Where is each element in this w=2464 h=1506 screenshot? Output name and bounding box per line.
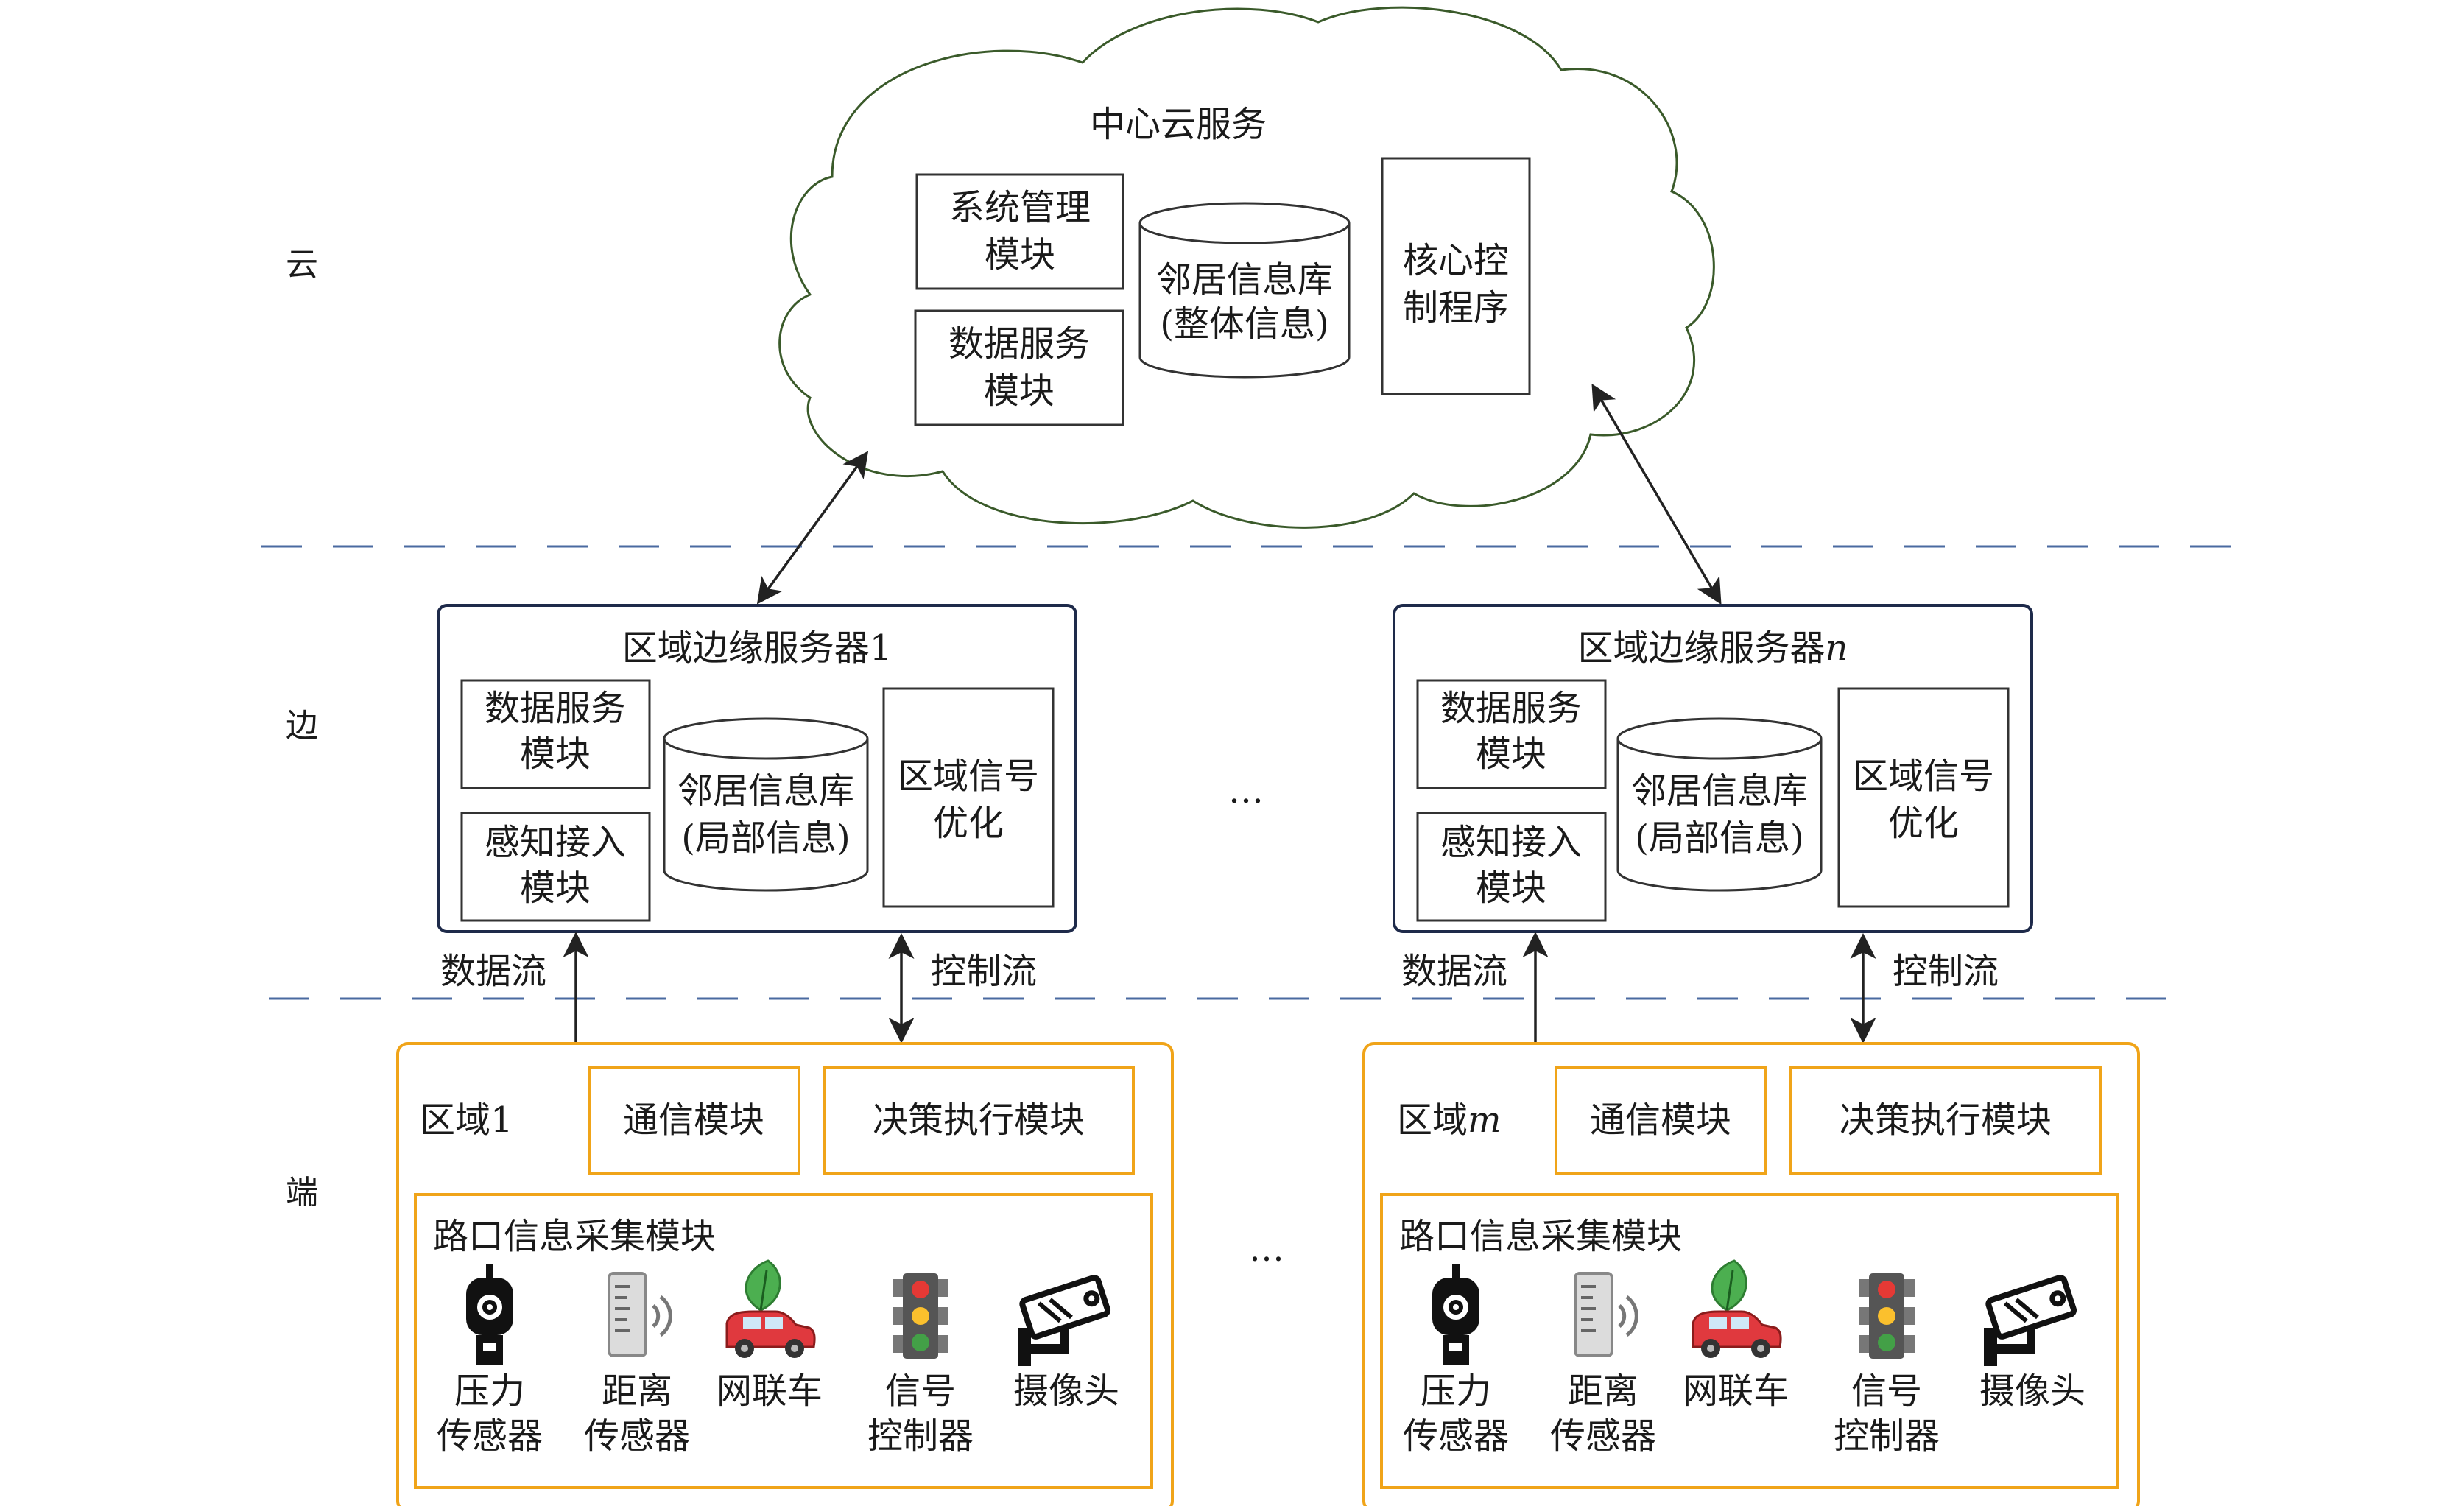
cloud-data-service-module: [914, 309, 1124, 426]
edgen-db-line2: (局部信息): [1635, 817, 1803, 859]
region1-collection-title: 路口信息采集模块: [433, 1216, 716, 1257]
edge1-data-service-line2: 模块: [520, 733, 591, 775]
device-label: 网联车: [1683, 1370, 1789, 1412]
edgen-data-service-module: [1416, 679, 1607, 789]
region1-comm-module: [588, 1066, 800, 1175]
system-management-line1: 系统管理: [949, 187, 1091, 228]
cloud-edge1-link-arrow: [756, 451, 869, 605]
distance-sensor-icon: [1574, 1272, 1638, 1357]
region-1-label: 区域1: [420, 1099, 513, 1141]
regionm-decision-module: [1789, 1066, 2102, 1175]
layer-label-edge: 边: [286, 707, 318, 745]
edgen-signal-line2: 优化: [1888, 803, 1959, 844]
pressure-sensor-icon: [1432, 1264, 1479, 1365]
edge1-data-service-module: [460, 679, 651, 789]
edgen-perception-module: [1416, 812, 1607, 922]
regionm-comm-module: [1555, 1066, 1767, 1175]
edge-server-n: 区域边缘服务器n 数据服务 模块 感知接入 模块 邻居信息库 (局部信息) 区域…: [1393, 604, 2033, 933]
cloud-neighbor-database: 邻居信息库 (整体信息): [1138, 202, 1351, 379]
region1-comm-label: 通信模块: [623, 1099, 764, 1141]
system-management-line2: 模块: [985, 234, 1055, 275]
region1-data-flow-label: 数据流: [440, 951, 546, 992]
edge-server-n-title: 区域边缘服务器n: [1578, 627, 1848, 669]
core-control-line1: 核心控: [1403, 240, 1509, 281]
cloud-title: 中心云服务: [1090, 104, 1267, 145]
core-control-program: [1381, 157, 1531, 395]
device-label: 传感器: [1550, 1415, 1656, 1457]
edge1-data-service-line1: 数据服务: [485, 688, 626, 729]
device-label: 摄像头: [1979, 1370, 2085, 1412]
region-m-label: 区域m: [1397, 1099, 1502, 1141]
device-label: 信号: [1851, 1370, 1922, 1412]
cloud-db-line1: 邻居信息库: [1156, 259, 1333, 300]
edge1-signal-line2: 优化: [933, 803, 1004, 844]
region1-decision-module: [823, 1066, 1135, 1175]
device-label: 控制器: [1834, 1415, 1940, 1457]
layer-label-device: 端: [286, 1174, 318, 1211]
cloud-edgen-link-arrow: [1591, 383, 1722, 605]
cloud-data-service-line2: 模块: [984, 370, 1055, 412]
pressure-sensor-icon: [466, 1264, 513, 1365]
regionm-collection-title: 路口信息采集模块: [1399, 1216, 1682, 1257]
connected-car-icon: [725, 1259, 816, 1358]
device-label: 控制器: [867, 1415, 974, 1457]
system-management-module: [915, 173, 1124, 290]
regionm-comm-label: 通信模块: [1590, 1099, 1731, 1141]
regionm-data-flow-label: 数据流: [1401, 951, 1507, 992]
edge1-signal-line1: 区域信号: [898, 756, 1039, 797]
region1-control-flow-label: 控制流: [931, 951, 1037, 992]
region1-decision-label: 决策执行模块: [873, 1099, 1085, 1141]
device-label: 传感器: [584, 1415, 690, 1457]
device-label: 距离: [1568, 1370, 1638, 1412]
cloud-db-line2: (整体信息): [1160, 303, 1328, 345]
device-label: 距离: [602, 1370, 672, 1412]
edgen-data-service-line2: 模块: [1476, 733, 1546, 775]
camera-icon: [1984, 1275, 2077, 1366]
central-cloud: 中心云服务 系统管理 模块 数据服务 模块 邻居信息库 (整体信息) 核心控 制…: [778, 6, 1715, 529]
cloud-data-service-line1: 数据服务: [948, 323, 1090, 365]
edgen-perception-line1: 感知接入: [1440, 822, 1582, 863]
region-1: 区域1 通信模块 决策执行模块 路口信息采集模块: [396, 1042, 1174, 1506]
edge1-neighbor-database: 邻居信息库 (局部信息): [663, 717, 869, 892]
connected-car-icon: [1692, 1259, 1782, 1358]
traffic-light-icon: [893, 1273, 948, 1359]
edgen-signal-optimization: [1837, 687, 2010, 908]
distance-sensor-icon: [608, 1272, 672, 1357]
device-label: 传感器: [1403, 1415, 1509, 1457]
edgen-data-service-line1: 数据服务: [1440, 688, 1582, 729]
device-label: 摄像头: [1013, 1370, 1119, 1412]
regionm-control-flow-label: 控制流: [1893, 951, 1999, 992]
device-label: 压力: [454, 1370, 525, 1412]
edge1-perception-line1: 感知接入: [485, 822, 626, 863]
device-label: 传感器: [437, 1415, 543, 1457]
edgen-perception-line2: 模块: [1476, 868, 1546, 909]
edge1-signal-optimization: [882, 687, 1055, 908]
edge-ellipsis: …: [1228, 770, 1264, 812]
edge1-db-line2: (局部信息): [681, 817, 850, 859]
core-control-line2: 制程序: [1403, 287, 1509, 328]
edge1-db-line1: 邻居信息库: [677, 770, 854, 812]
device-label: 网联车: [717, 1370, 823, 1412]
device-label: 压力: [1421, 1370, 1491, 1412]
edge-server-1: 区域边缘服务器1 数据服务 模块 感知接入 模块 邻居信息库 (局部信息) 区域…: [437, 604, 1077, 933]
edgen-signal-line1: 区域信号: [1853, 756, 1994, 797]
edgen-db-line1: 邻居信息库: [1631, 770, 1808, 812]
camera-icon: [1018, 1275, 1111, 1366]
edge-server-1-title: 区域边缘服务器1: [622, 627, 893, 669]
edge1-perception-module: [460, 812, 651, 922]
edgen-neighbor-database: 邻居信息库 (局部信息): [1616, 717, 1823, 892]
edge1-perception-line2: 模块: [520, 868, 591, 909]
layer-label-cloud: 云: [286, 246, 318, 284]
regionm-decision-label: 决策执行模块: [1840, 1099, 2052, 1141]
traffic-light-icon: [1859, 1273, 1915, 1359]
device-label: 信号: [885, 1370, 956, 1412]
region-ellipsis: …: [1249, 1228, 1284, 1270]
